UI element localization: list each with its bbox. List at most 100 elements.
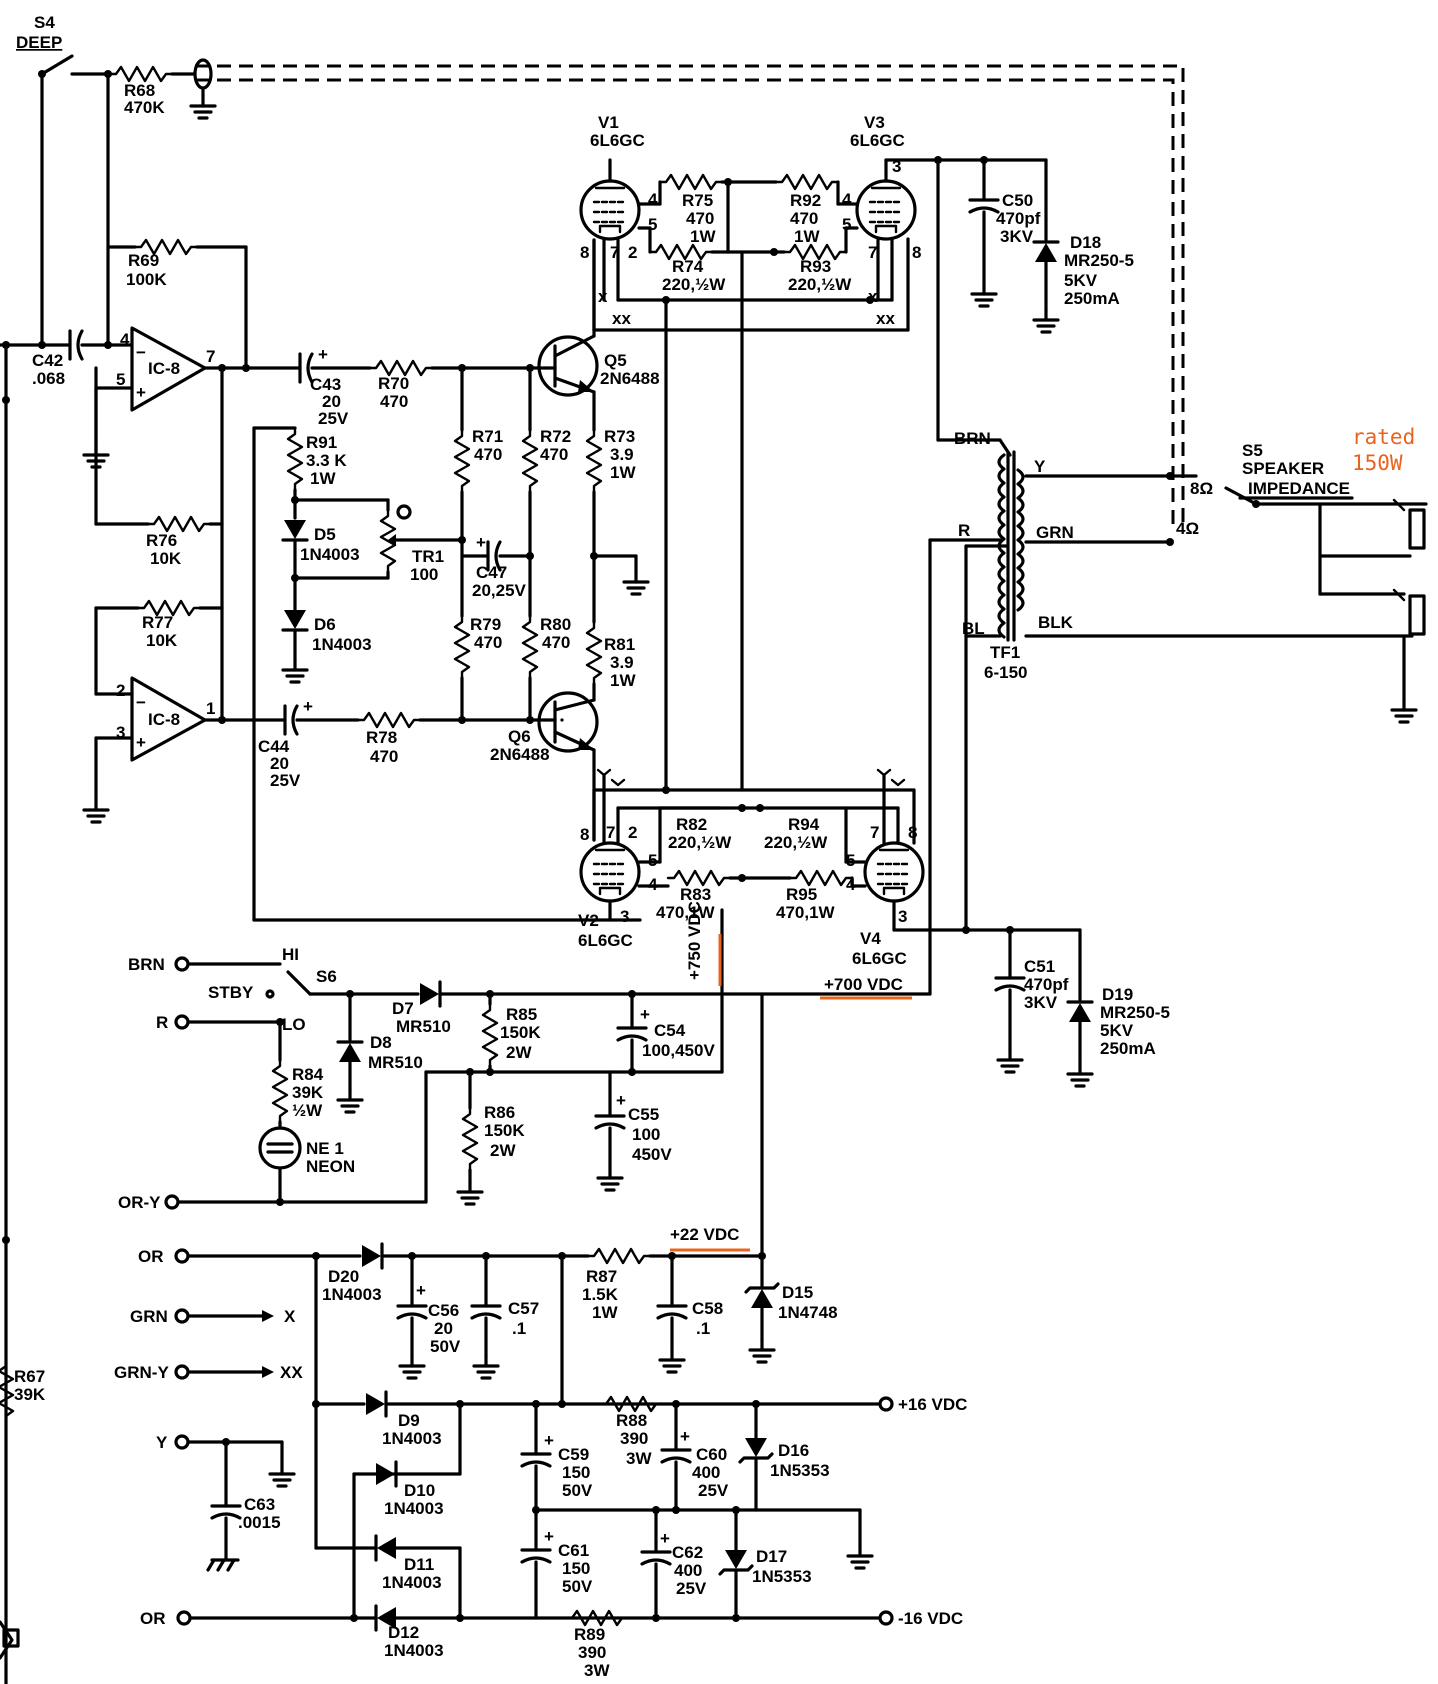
d9-ref: D9: [398, 1411, 420, 1430]
output-xx: XX: [280, 1363, 303, 1382]
d5-part: 1N4003: [300, 545, 360, 564]
d19-voltage: 5KV: [1100, 1021, 1134, 1040]
v2-part: 6L6GC: [578, 931, 633, 950]
r79-ref: R79: [470, 615, 501, 634]
svg-text:+: +: [136, 383, 146, 402]
d12-part: 1N4003: [384, 1641, 444, 1660]
c58-ref: C58: [692, 1299, 723, 1318]
svg-text:8: 8: [580, 243, 589, 262]
v4-ref: V4: [860, 929, 881, 948]
r87-rating: 1W: [592, 1303, 618, 1322]
c62-value: 400: [674, 1561, 702, 1580]
r91-ref: R91: [306, 433, 337, 452]
r74-ref: R74: [672, 257, 704, 276]
s5-label2: IMPEDANCE: [1248, 479, 1350, 498]
r82-ref: R82: [676, 815, 707, 834]
svg-text:x: x: [868, 287, 878, 306]
svg-text:3: 3: [620, 907, 629, 926]
r67-ref: R67: [14, 1367, 45, 1386]
tr1-value: 100: [410, 565, 438, 584]
c51-value: 470pf: [1024, 975, 1069, 994]
r81-value: 3.9: [610, 653, 634, 672]
transistor-q5: Q5 2N6488: [537, 334, 660, 397]
tf1-tap-blk: BLK: [1038, 613, 1074, 632]
r80-ref: R80: [540, 615, 571, 634]
r88-ref: R88: [616, 1411, 647, 1430]
tr1-ref: TR1: [412, 547, 444, 566]
d18-ref: D18: [1070, 233, 1101, 252]
r88-rating: 3W: [626, 1449, 652, 1468]
r71-value: 470: [474, 445, 502, 464]
r93-ref: R93: [800, 257, 831, 276]
c62-ref: C62: [672, 1543, 703, 1562]
v4-part: 6L6GC: [852, 949, 907, 968]
s5-label1: SPEAKER: [1242, 459, 1324, 478]
standby-switch[interactable]: [286, 970, 312, 996]
s6-lo: LO: [282, 1015, 306, 1034]
svg-text:xx: xx: [876, 309, 895, 328]
c55-ref: C55: [628, 1105, 659, 1124]
svg-text:3: 3: [892, 157, 901, 176]
r93-value: 220,½W: [788, 275, 852, 294]
svg-text:xx: xx: [612, 309, 631, 328]
c51-ref: C51: [1024, 957, 1055, 976]
r85-ref: R85: [506, 1005, 537, 1024]
r81-ref: R81: [604, 635, 635, 654]
svg-text:5: 5: [842, 215, 851, 234]
tf1-tap-y: Y: [1034, 457, 1046, 476]
r77-ref: R77: [142, 613, 173, 632]
input-grn-y: GRN-Y: [114, 1363, 169, 1382]
c44-ref: C44: [258, 737, 290, 756]
r92-value: 470: [790, 209, 818, 228]
rail-plus-22: +22 VDC: [670, 1225, 739, 1244]
s6-ref: S6: [316, 967, 337, 986]
tf1-tap-r: R: [958, 521, 970, 540]
svg-text:Q6: Q6: [508, 727, 531, 746]
d20-ref: D20: [328, 1267, 359, 1286]
c59-ref: C59: [558, 1445, 589, 1464]
c57-ref: C57: [508, 1299, 539, 1318]
c44-value: 20: [270, 754, 289, 773]
d17-part: 1N5353: [752, 1567, 812, 1586]
c43-voltage: 25V: [318, 409, 349, 428]
c54-ref: C54: [654, 1021, 686, 1040]
d6-part: 1N4003: [312, 635, 372, 654]
c56-ref: C56: [428, 1301, 459, 1320]
svg-text:7: 7: [610, 243, 619, 262]
d11-part: 1N4003: [382, 1573, 442, 1592]
d15-ref: D15: [782, 1283, 813, 1302]
d17-ref: D17: [756, 1547, 787, 1566]
r75-value: 470: [686, 209, 714, 228]
d11-ref: D11: [404, 1555, 434, 1574]
input-y: Y: [156, 1433, 168, 1452]
d18-current: 250mA: [1064, 289, 1120, 308]
r83-ref: R83: [680, 885, 711, 904]
c54-value: 100,450V: [642, 1041, 715, 1060]
d19-current: 250mA: [1100, 1039, 1156, 1058]
r80-value: 470: [542, 633, 570, 652]
svg-text:7: 7: [868, 243, 877, 262]
r72-ref: R72: [540, 427, 571, 446]
svg-text:+: +: [544, 1527, 554, 1546]
d18-voltage: 5KV: [1064, 271, 1098, 290]
r73-rating: 1W: [610, 463, 636, 482]
svg-text:+: +: [416, 1281, 426, 1300]
svg-text:2: 2: [628, 823, 637, 842]
svg-text:2N6488: 2N6488: [600, 369, 660, 388]
shielded-cable: [195, 78, 1175, 530]
v2-ref: V2: [578, 911, 599, 930]
svg-text:7: 7: [206, 347, 215, 366]
opamp-top: − + IC-8 4 5 7: [116, 326, 215, 412]
r92-rating: 1W: [794, 227, 820, 246]
rated-annotation: rated: [1352, 425, 1415, 449]
input-or-y: OR-Y: [118, 1193, 161, 1212]
s6-hi: HI: [282, 945, 299, 964]
r86-value: 150K: [484, 1121, 525, 1140]
svg-text:2N6488: 2N6488: [490, 745, 550, 764]
svg-text:3: 3: [898, 907, 907, 926]
rail-plus-750: +750 VDC: [685, 901, 704, 980]
r76-value: 10K: [150, 549, 182, 568]
svg-text:2: 2: [628, 243, 637, 262]
r68-value: 470K: [124, 98, 165, 117]
